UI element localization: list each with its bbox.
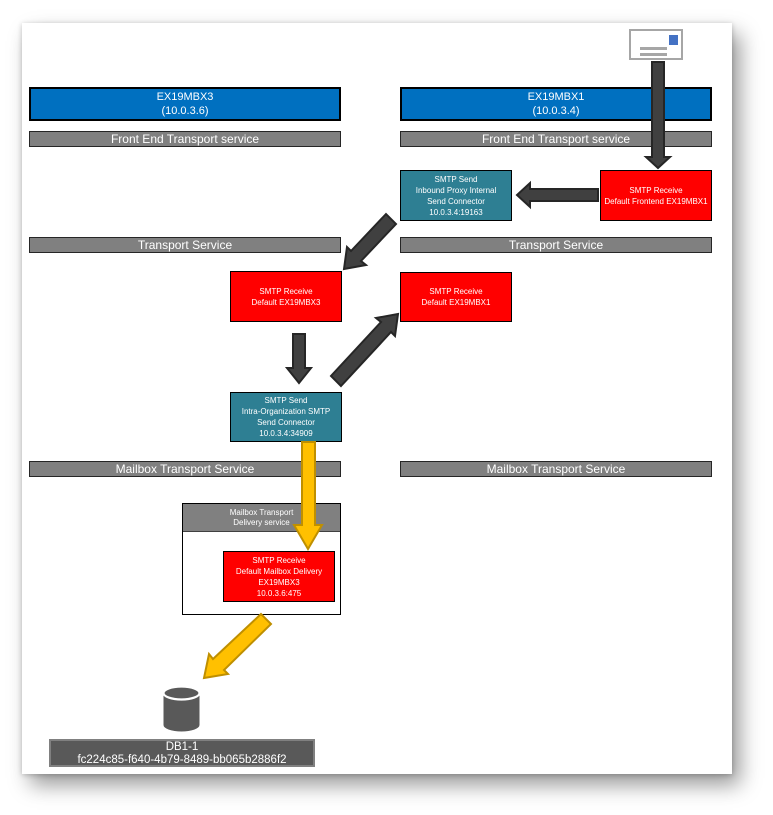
server-name: EX19MBX3 xyxy=(156,91,214,103)
email-message-icon xyxy=(629,29,683,60)
database-body xyxy=(163,693,200,732)
arrow-delivery-to-database-icon xyxy=(202,612,273,680)
bar-mailbox-transport-left: Mailbox Transport Service xyxy=(29,461,341,477)
box-smtp-receive-mailbox-delivery: SMTP Receive Default Mailbox Delivery EX… xyxy=(223,551,335,602)
delivery-service-header: Mailbox Transport Delivery service xyxy=(183,504,340,532)
database-label: DB1-1 fc224c85-f640-4b79-8489-bb065b2886… xyxy=(49,739,315,767)
box-line: SMTP Receive xyxy=(252,555,306,565)
server-name: EX19MBX1 xyxy=(527,91,585,103)
address-line-icon xyxy=(640,47,667,50)
box-line: 10.0.3.6:475 xyxy=(256,588,302,598)
box-line: Intra-Organization SMTP xyxy=(241,407,331,416)
box-line: Inbound Proxy Internal xyxy=(415,185,497,195)
box-line: EX19MBX3 xyxy=(258,577,300,587)
box-line: SMTP Send xyxy=(434,174,478,184)
box-smtp-receive-default-ex19mbx3: SMTP Receive Default EX19MBX3 xyxy=(230,271,342,322)
arrow-receive-ex19mbx3-to-intra-org-icon xyxy=(284,333,314,385)
bar-front-end-transport-left: Front End Transport service xyxy=(29,131,341,147)
box-smtp-send-inbound-proxy: SMTP Send Inbound Proxy Internal Send Co… xyxy=(400,170,512,221)
box-line: Mailbox Transport xyxy=(229,507,294,517)
arrow-inbound-proxy-to-receive-ex19mbx3-icon xyxy=(342,212,398,271)
box-line: Default EX19MBX3 xyxy=(251,297,321,307)
arrow-frontend-receive-to-inbound-proxy-icon xyxy=(515,180,599,210)
box-line: Delivery service xyxy=(233,517,290,527)
diagram-page: EX19MBX3 (10.0.3.6) EX19MBX1 (10.0.3.4) … xyxy=(22,23,732,774)
server-header-ex19mbx1: EX19MBX1 (10.0.3.4) xyxy=(400,87,712,121)
box-line: 10.0.3.4:34909 xyxy=(259,429,313,438)
server-header-ex19mbx3: EX19MBX3 (10.0.3.6) xyxy=(29,87,341,121)
box-line: Default Frontend EX19MBX1 xyxy=(604,196,708,206)
box-line: SMTP Receive xyxy=(629,185,683,195)
box-smtp-send-intra-org: SMTP Send Intra-Organization SMTP Send C… xyxy=(230,392,342,442)
bar-transport-service-right: Transport Service xyxy=(400,237,712,253)
box-line: Default Mailbox Delivery xyxy=(235,566,323,576)
box-line: SMTP Receive xyxy=(429,287,483,296)
stamp-square-icon xyxy=(669,35,678,45)
database-cap xyxy=(162,685,201,701)
bar-mailbox-transport-right: Mailbox Transport Service xyxy=(400,461,712,477)
database-icon xyxy=(162,685,201,732)
bar-transport-service-left: Transport Service xyxy=(29,237,341,253)
box-line: Send Connector xyxy=(257,418,315,427)
server-ip: (10.0.3.6) xyxy=(161,105,209,117)
box-line: SMTP Send xyxy=(264,396,308,405)
box-line: 10.0.3.4:19163 xyxy=(429,207,483,217)
database-guid: fc224c85-f640-4b79-8489-bb065b2886f2 xyxy=(77,753,287,766)
box-line: Default EX19MBX1 xyxy=(421,298,491,307)
box-line: Send Connector xyxy=(427,196,485,206)
bar-front-end-transport-right: Front End Transport service xyxy=(400,131,712,147)
database-name: DB1-1 xyxy=(165,741,199,753)
server-ip: (10.0.3.4) xyxy=(532,105,580,117)
address-line-icon xyxy=(640,53,667,56)
box-line: SMTP Receive xyxy=(259,286,313,296)
box-smtp-receive-default-ex19mbx1: SMTP Receive Default EX19MBX1 xyxy=(400,272,512,322)
arrow-intra-org-to-receive-ex19mbx1-icon xyxy=(329,312,400,388)
box-smtp-receive-default-frontend: SMTP Receive Default Frontend EX19MBX1 xyxy=(600,170,712,221)
